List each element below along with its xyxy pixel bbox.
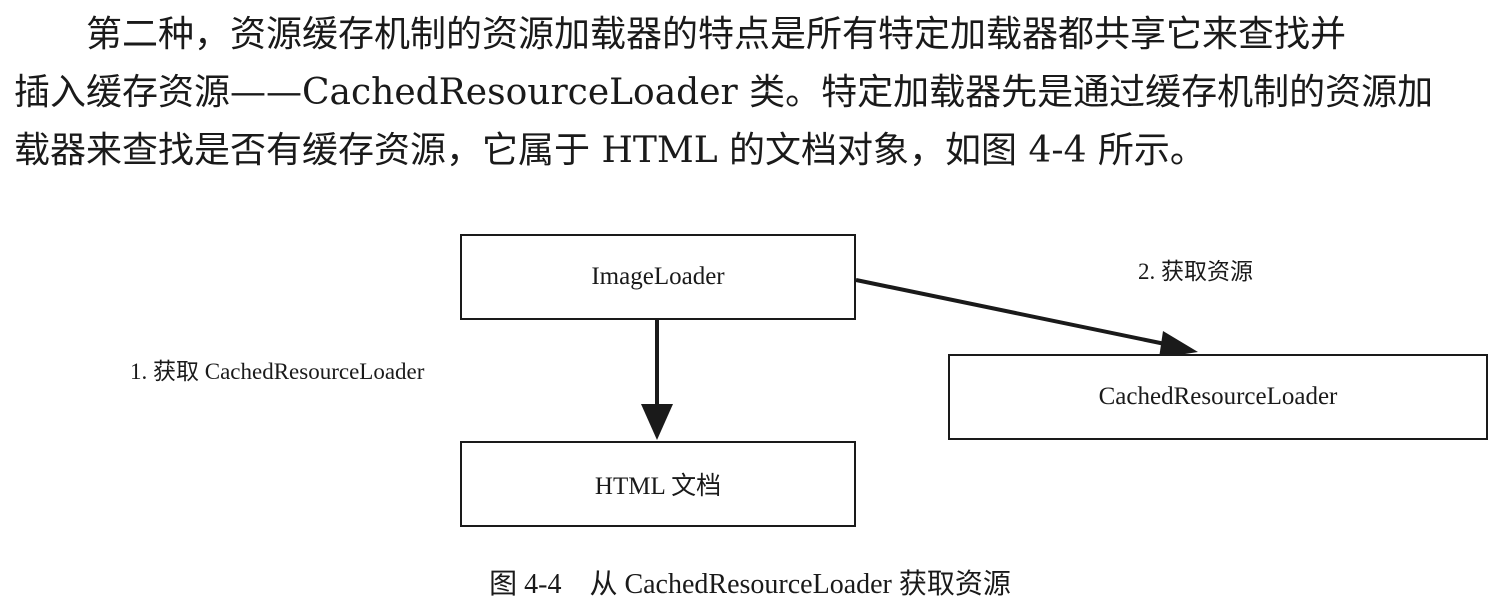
paragraph-line-3: 载器来查找是否有缓存资源，它属于 HTML 的文档对象，如图 4-4 所示。 (14, 130, 1206, 171)
node-imageloader: ImageLoader (460, 234, 856, 320)
paragraph-line-1: 第二种，资源缓存机制的资源加载器的特点是所有特定加载器都共享它来查找并 (86, 14, 1347, 55)
edge-label-step1: 1. 获取 CachedResourceLoader (130, 359, 425, 384)
node-cached-resource-loader-label: CachedResourceLoader (1098, 383, 1338, 410)
arrow-imageloader-to-html (641, 320, 673, 440)
edge-label-step2: 2. 获取资源 (1138, 259, 1253, 284)
node-imageloader-label: ImageLoader (591, 263, 725, 290)
body-paragraph: 第二种，资源缓存机制的资源加载器的特点是所有特定加载器都共享它来查找并 插入缓存… (14, 6, 1490, 180)
node-cached-resource-loader: CachedResourceLoader (948, 354, 1488, 440)
node-html-document-label: HTML 文档 (594, 473, 722, 500)
paragraph-line-2: 插入缓存资源——CachedResourceLoader 类。特定加载器先是通过… (14, 72, 1434, 113)
arrow-imageloader-to-cached (855, 278, 1198, 358)
figure-caption: 图 4-4 从 CachedResourceLoader 获取资源 (489, 569, 1011, 600)
node-html-document: HTML 文档 (460, 441, 856, 527)
